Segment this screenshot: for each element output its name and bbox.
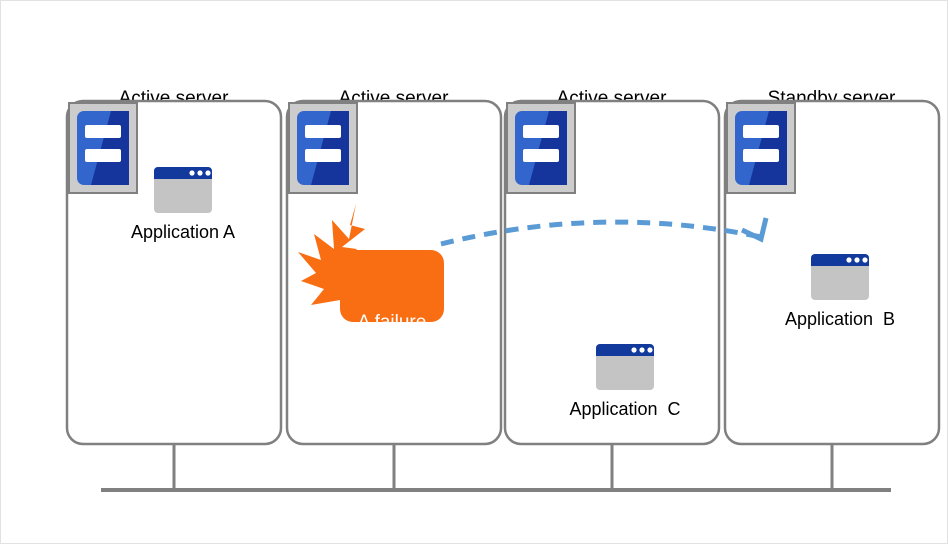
network-bus-group — [101, 444, 891, 492]
server-icon-4 — [726, 102, 796, 194]
app-window-icon-b — [811, 254, 869, 300]
app-label-a: Application A — [130, 222, 236, 242]
failover-arrow — [440, 217, 769, 247]
server-icon-1 — [68, 102, 138, 194]
failure-text-line-2: occurs — [364, 387, 420, 408]
failure-badge-text: A failure occurs — [340, 260, 444, 460]
app-window-icon-a — [154, 167, 212, 213]
app-window-icon-c — [596, 344, 654, 390]
app-label-c: Application C — [569, 399, 681, 419]
server-icon-3 — [506, 102, 576, 194]
server-icon-2 — [288, 102, 358, 194]
failure-badge — [340, 250, 444, 322]
failure-text-line-1: A failure — [357, 312, 427, 333]
app-label-b: Application B — [784, 309, 896, 329]
